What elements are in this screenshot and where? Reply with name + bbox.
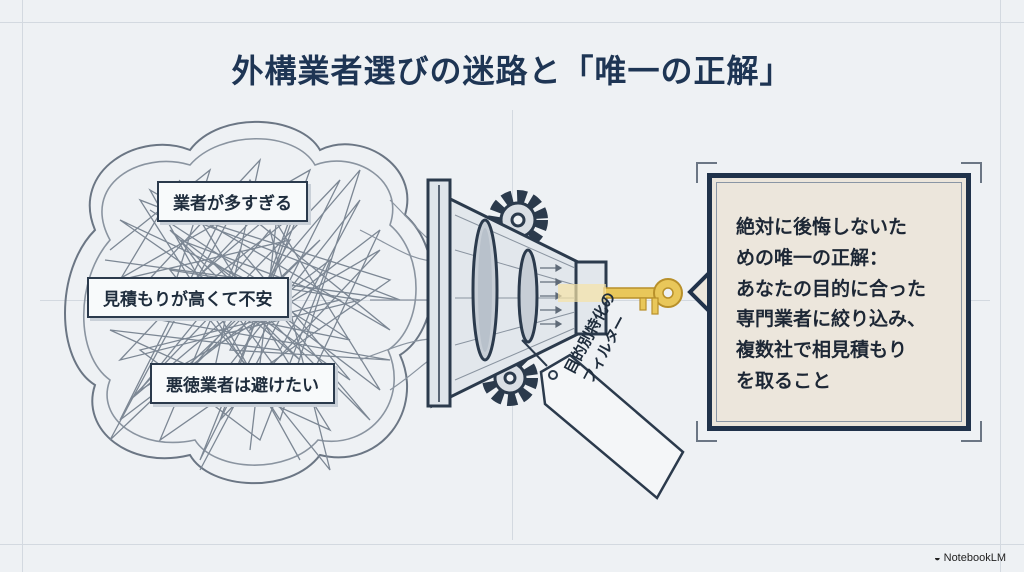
grid-line: [0, 22, 1024, 23]
answer-text: 絶対に後悔しないた めの唯一の正解： あなたの目的に合った 専門業者に絞り込み、…: [736, 216, 927, 392]
worry-bubble-3: 悪徳業者は避けたい: [150, 363, 335, 404]
card-pointer: [687, 270, 712, 314]
filter-funnel: [426, 178, 608, 409]
brand-name: NotebookLM: [943, 552, 1006, 564]
worry-bubble-2: 見積もりが高くて不安: [87, 277, 289, 318]
answer-card: 絶対に後悔しないた めの唯一の正解： あなたの目的に合った 専門業者に絞り込み、…: [707, 173, 971, 431]
page-title: 外構業者選びの迷路と「唯一の正解」: [231, 52, 793, 90]
grid-line: [22, 0, 23, 572]
grid-line: [0, 544, 1024, 545]
filter-tag: [521, 339, 685, 500]
notebooklm-icon: ◒: [933, 552, 941, 564]
gear-icon: [488, 190, 548, 250]
key-icon: [558, 278, 683, 315]
card-frame: [696, 162, 982, 442]
worry-bubble-1: 業者が多すぎる: [157, 181, 308, 222]
grid-line: [1000, 0, 1001, 572]
brand-watermark: ◒NotebookLM: [934, 552, 1006, 564]
